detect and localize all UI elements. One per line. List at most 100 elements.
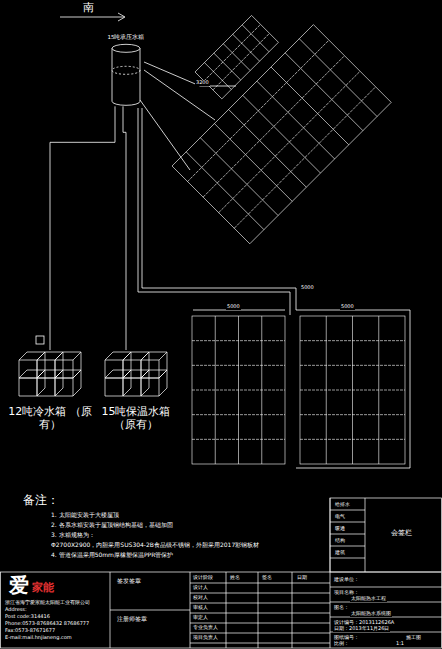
table-cell: 审核人 <box>192 605 209 611</box>
collector-arrays <box>172 15 405 464</box>
pump-symbol <box>36 336 44 344</box>
collector-row <box>242 25 269 52</box>
table-cell: 注册师签章 <box>116 616 148 623</box>
collector-row <box>243 95 321 173</box>
note-text: 2. 各系水箱安装于屋顶钢结构基础，基础加固 <box>50 522 174 529</box>
table-row <box>330 510 365 511</box>
table-cell: 日期 <box>296 575 308 581</box>
tank-outline <box>106 34 146 106</box>
table-cell: 签发签章 <box>116 578 142 585</box>
array-outline <box>300 316 405 464</box>
frame <box>226 572 227 648</box>
note-text: 4. 管道保温采用50mm厚橡塑保温PPR管保护 <box>50 552 174 559</box>
collector-array <box>172 25 391 244</box>
table-cell: 项目名称： <box>333 590 360 596</box>
collector-tube <box>192 439 285 440</box>
table-rows <box>190 510 442 643</box>
array-outline <box>195 15 278 98</box>
table-cell: 比例： <box>333 641 350 647</box>
table-cell: 项目负责人 <box>192 635 219 641</box>
table-row <box>330 534 365 535</box>
table-cell: 太阳能热水系统图 <box>350 611 392 617</box>
note-text: Φ2700X2900，内胆采用SUS304-2B食品级不锈钢，外胆采用2017彩… <box>50 542 260 549</box>
collector-tube <box>219 71 360 212</box>
table-row <box>190 593 330 594</box>
collector-tube <box>234 87 375 228</box>
tank-side <box>140 48 141 101</box>
table-cell: 图名： <box>333 605 350 611</box>
collector-tube <box>300 365 405 366</box>
frame <box>1 572 442 648</box>
table-cell: 姓名 <box>229 575 241 581</box>
table-cell: 1:1 <box>395 641 405 647</box>
table-cell: 设计人 <box>192 585 209 591</box>
collector-tube <box>300 340 405 341</box>
table-cell: 建筑 <box>334 550 346 556</box>
collector-tube <box>300 414 405 415</box>
table-row <box>190 633 330 634</box>
tank-outline <box>8 350 92 404</box>
tank-bottom <box>112 101 140 105</box>
company-info: 浙江省海宁爱家能太阳能工业有限公司 <box>4 600 91 606</box>
collector-row <box>285 53 363 131</box>
note-text: 备注： <box>22 494 60 507</box>
collector-array <box>195 15 278 98</box>
title-block <box>1 498 442 648</box>
tank-module <box>55 370 81 396</box>
dimension-line <box>193 310 285 311</box>
tank-label: 15吨保温水箱 （原有） <box>92 406 180 431</box>
collector-tube <box>300 439 405 440</box>
company-info: Phone:0573-87686432 87686777 <box>4 621 90 627</box>
arrow-shaft <box>60 17 124 18</box>
table-cell: 图纸编号： <box>333 635 360 641</box>
water-pipe <box>50 106 115 350</box>
dimension-label: 5000 <box>226 304 241 310</box>
tank-label: 12吨冷水箱 （原有） <box>8 406 92 431</box>
table-cell: 会签栏 <box>390 530 413 538</box>
collector-tube <box>300 390 405 391</box>
company-info: Fax:0573-87671677 <box>4 628 56 634</box>
array-outline <box>192 316 285 464</box>
collector-array <box>300 316 405 464</box>
collector-tube <box>213 33 270 90</box>
company-info: E-mail:mail.hnjianeng.com <box>4 635 73 641</box>
table-cell: 专业负责人 <box>192 625 219 631</box>
frame <box>110 610 190 611</box>
table-cell: 签名 <box>261 575 273 581</box>
collector-row <box>257 81 335 159</box>
table-row <box>190 643 330 644</box>
table-row <box>190 583 330 584</box>
array-outline <box>172 25 391 244</box>
water-tank: 15吨保温水箱 （原有） <box>92 350 180 431</box>
collector-row <box>299 39 377 117</box>
table-cell: 日期：2013年11月26日 <box>333 626 390 632</box>
collector-array <box>192 316 285 464</box>
table-cell: 太阳能热水工程 <box>350 596 387 602</box>
north-arrow <box>60 13 125 21</box>
collector-tube <box>192 390 285 391</box>
dimension-label: 3200 <box>195 80 210 86</box>
north-label: 南 <box>82 2 95 14</box>
table-cell: 给排水 <box>334 502 351 508</box>
table-row <box>190 603 330 604</box>
pipe <box>142 108 410 468</box>
table-cell: 审定人 <box>192 615 209 621</box>
table-row <box>330 522 365 523</box>
table-cell: 建设单位： <box>333 577 360 583</box>
dimension-label: 5000 <box>300 285 315 291</box>
collector-tube <box>192 414 285 415</box>
collector-tube <box>188 40 329 181</box>
table-row <box>330 587 442 588</box>
table-cell: 结构 <box>334 538 346 544</box>
dimension-label: 5000 <box>340 304 355 310</box>
pipe <box>144 62 236 86</box>
cylinder <box>112 44 140 105</box>
water-pipe <box>123 106 126 350</box>
table-cell: 电气 <box>334 514 346 520</box>
tank-band <box>112 66 140 74</box>
collector-tube <box>203 56 344 197</box>
collector-tube <box>192 340 285 341</box>
pipe <box>140 100 190 170</box>
frame <box>365 498 366 572</box>
